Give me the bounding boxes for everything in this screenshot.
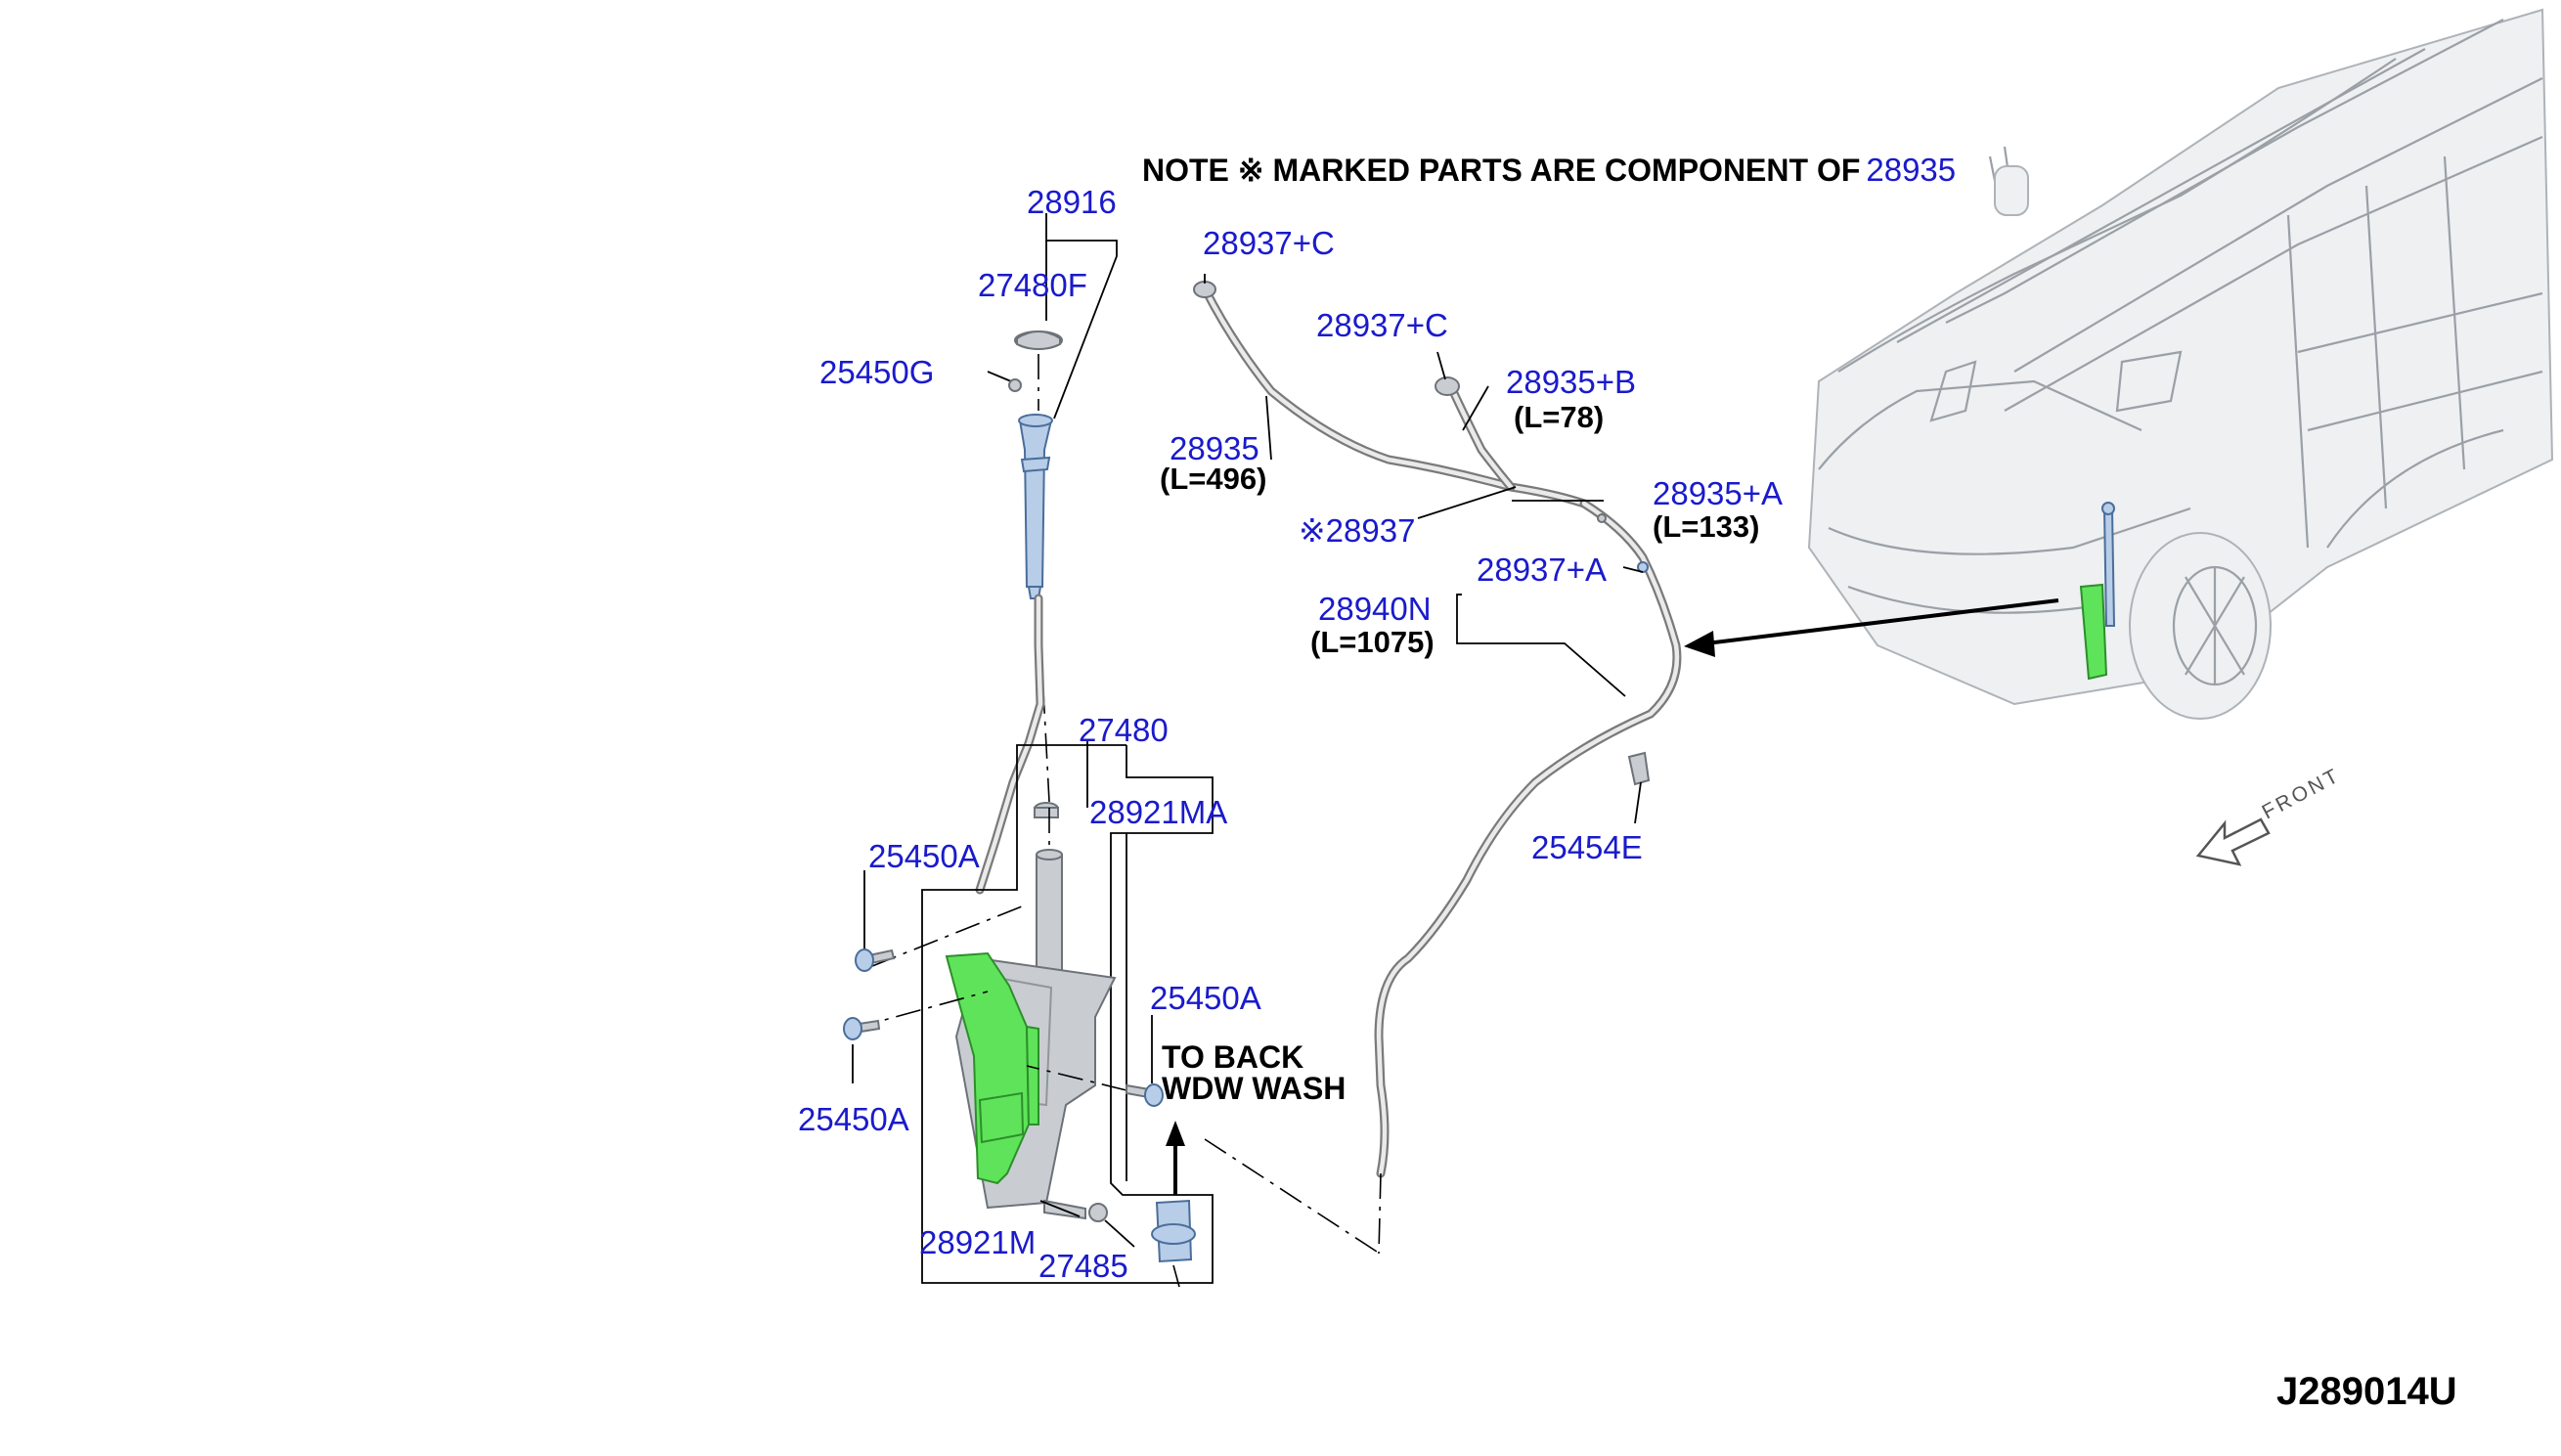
- callout-28937c-2: 28937+C: [1316, 307, 1448, 343]
- callout-28935a: 28935+A: [1653, 475, 1783, 511]
- washer-tank-assembly: [843, 741, 1378, 1288]
- callout-28916: 28916: [1027, 184, 1117, 220]
- callout-28937: ※28937: [1299, 512, 1415, 549]
- callout-28940n: 28940N: [1318, 591, 1432, 627]
- filler-tube-assembly: [975, 213, 1118, 895]
- callout-28935a-length: (L=133): [1653, 509, 1759, 544]
- callout-25450a-right: 25450A: [1150, 980, 1261, 1016]
- callout-28921m: 28921M: [919, 1224, 1036, 1260]
- callout-27480: 27480: [1079, 712, 1169, 748]
- callout-28921ma: 28921MA: [1089, 794, 1227, 830]
- callout-25450a-top: 25450A: [868, 838, 980, 874]
- to-back-wdw-wash-label: TO BACK WDW WASH: [1162, 1039, 1346, 1106]
- to-back-line1: TO BACK: [1162, 1039, 1303, 1075]
- front-label: FRONT: [2259, 764, 2345, 823]
- location-arrow: [1684, 598, 2059, 657]
- vehicle-illustration: [1807, 8, 2554, 720]
- svg-text:NOTE ※ MARKED PARTS ARE COMPON: NOTE ※ MARKED PARTS ARE COMPONENT OF2893…: [1142, 152, 1956, 188]
- to-back-line2: WDW WASH: [1162, 1071, 1346, 1106]
- diagram-code: J289014U: [2276, 1370, 2457, 1413]
- callout-28935b-length: (L=78): [1514, 400, 1604, 434]
- callout-27480f: 27480F: [978, 267, 1087, 303]
- callout-28935b: 28935+B: [1506, 364, 1636, 400]
- note-label: NOTE ※ MARKED PARTS ARE COMPONENT OF: [1142, 153, 1860, 188]
- note-ref: 28935: [1866, 152, 1956, 188]
- callout-27485: 27485: [1038, 1248, 1128, 1284]
- callout-28935-length: (L=496): [1160, 462, 1266, 496]
- callout-25450a-left: 25450A: [798, 1101, 909, 1137]
- callout-28937a: 28937+A: [1477, 552, 1607, 588]
- front-indicator: FRONT: [2195, 764, 2345, 866]
- callout-28935: 28935: [1170, 430, 1259, 466]
- callout-28937c-1: 28937+C: [1203, 225, 1335, 261]
- washer-hoses: [1193, 274, 1682, 1255]
- part-callouts: 28916 27480F 25450G 27480 28921MA 25450A…: [798, 184, 1783, 1284]
- callout-25450g: 25450G: [819, 354, 934, 390]
- callout-28940n-length: (L=1075): [1310, 625, 1435, 659]
- callout-25454e: 25454E: [1531, 829, 1643, 865]
